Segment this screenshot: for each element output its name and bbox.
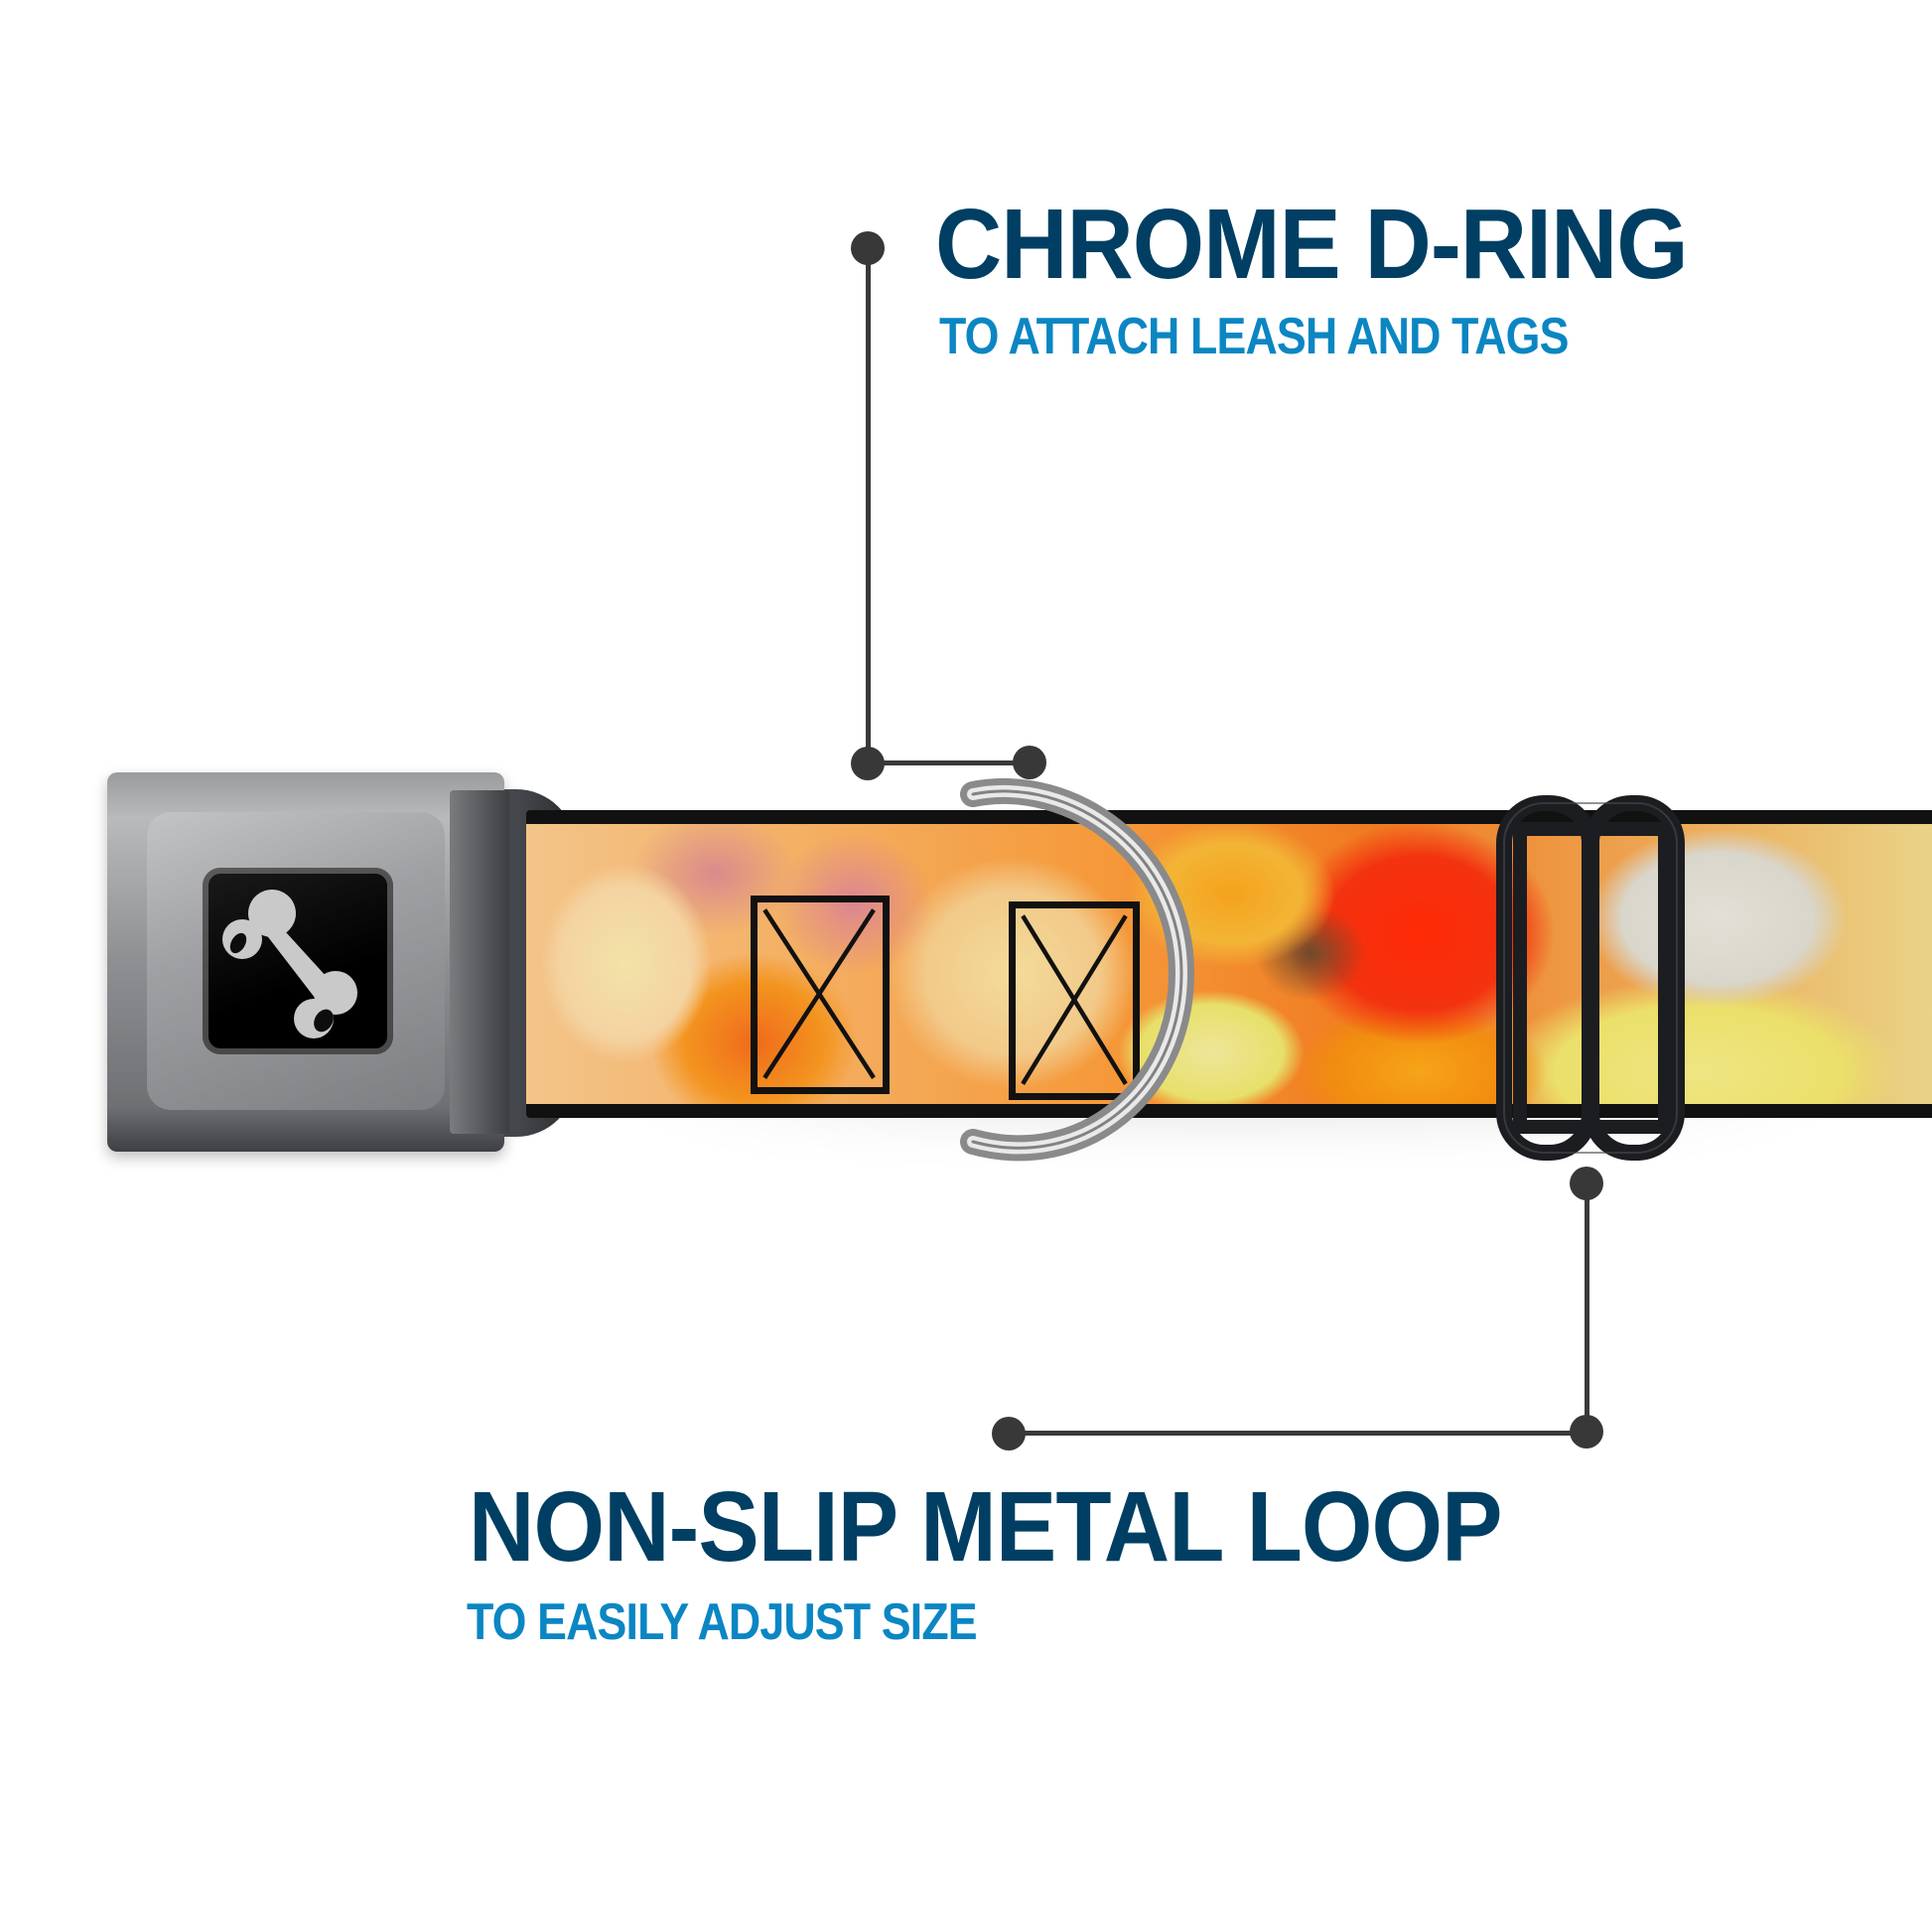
chrome-d-ring[interactable] xyxy=(933,764,1231,1181)
callout-dot-icon xyxy=(1570,1167,1603,1200)
stitch-box-x xyxy=(751,896,890,1094)
floral-pattern xyxy=(526,824,1932,1104)
dog-bone-icon xyxy=(222,890,357,1038)
buckle-logo-badge xyxy=(203,868,393,1054)
seatbelt-buckle[interactable] xyxy=(107,772,509,1152)
callout-line-horizontal xyxy=(1009,1431,1587,1436)
callout-dot-icon xyxy=(1570,1415,1603,1449)
d-ring-subtitle: TO ATTACH LEASH AND TAGS xyxy=(939,308,1569,365)
metal-loop-subtitle: TO EASILY ADJUST SIZE xyxy=(467,1593,978,1651)
callout-dot-icon xyxy=(851,231,885,265)
metal-loop-title: NON-SLIP METAL LOOP xyxy=(469,1471,1502,1583)
non-slip-metal-loop[interactable] xyxy=(1494,789,1688,1167)
callout-dot-icon xyxy=(992,1417,1026,1450)
d-ring-title: CHROME D-RING xyxy=(935,189,1689,300)
callout-line-horizontal xyxy=(868,760,1030,765)
callout-dot-icon xyxy=(851,747,885,780)
collar-strap xyxy=(526,810,1932,1118)
callout-dot-icon xyxy=(1013,746,1046,779)
stitch-box-x xyxy=(1009,901,1140,1100)
callout-line-vertical xyxy=(866,248,871,764)
callout-line-vertical xyxy=(1585,1183,1589,1434)
buckle-release-side xyxy=(450,790,509,1134)
